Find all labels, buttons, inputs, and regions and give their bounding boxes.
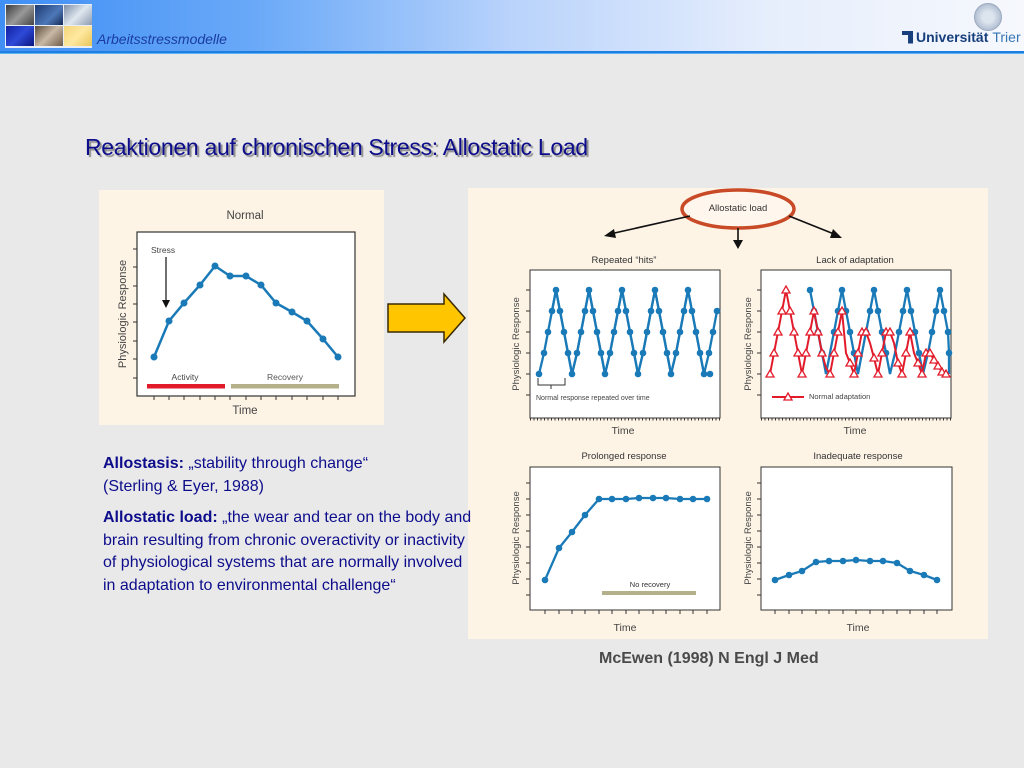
inadequate-response-chart: Inadequate response Time Physiologic Res…	[743, 451, 953, 634]
x-axis-label: Time	[612, 425, 635, 437]
photo-tile-icon	[64, 26, 92, 46]
slide-title: Reaktionen auf chronischen Stress: Allos…	[85, 134, 588, 160]
no-recovery-bar	[602, 591, 696, 595]
repeated-hits-chart: Repeated “hits” Time Physiologic Respons…	[511, 255, 721, 437]
header-title: Arbeitsstressmodelle	[97, 31, 227, 47]
university-mark-icon	[902, 30, 913, 44]
stress-arrowhead-icon	[162, 300, 170, 308]
diagram-arrowheads-icon	[604, 229, 842, 249]
normal-chart-panel: Normal Time Physiologic Response Stress	[99, 190, 384, 425]
recovery-label: Recovery	[267, 372, 304, 382]
definition-term: Allostatic load:	[103, 509, 218, 526]
stress-annotation: Stress	[151, 245, 175, 255]
allostatic-load-definition: Allostatic load: „the wear and tear on t…	[103, 507, 473, 597]
diagram-root-label: Allostatic load	[709, 203, 768, 214]
bracket-icon	[537, 378, 566, 389]
y-axis-label: Physiologic Response	[743, 491, 754, 584]
university-seal-icon	[974, 3, 1002, 31]
allostatic-load-figure: Allostatic load Repeated “hits” Time Phy…	[511, 188, 953, 634]
definition-source: (Sterling & Eyer, 1988)	[103, 477, 264, 495]
normal-series-points	[150, 262, 342, 361]
recovery-bar	[231, 384, 339, 389]
legend-triangle-icon	[782, 391, 794, 401]
legend-label: Normal adaptation	[809, 392, 870, 401]
normal-chart: Normal Time Physiologic Response Stress	[117, 210, 356, 417]
x-ticks	[153, 396, 339, 400]
activity-label: Activity	[172, 372, 200, 382]
definition-term: Allostasis:	[103, 455, 184, 472]
x-axis-label: Time	[844, 425, 867, 437]
chart-title: Inadequate response	[813, 451, 902, 462]
photo-tile-icon	[35, 5, 63, 25]
header-divider	[0, 51, 1024, 54]
photo-tile-icon	[6, 26, 34, 46]
activity-bar	[147, 384, 225, 389]
allostatic-load-panel: Allostatic load Repeated “hits” Time Phy…	[468, 188, 988, 639]
citation: McEwen (1998) N Engl J Med	[599, 650, 819, 667]
x-ticks	[774, 610, 938, 614]
plot-area	[760, 466, 953, 611]
x-axis-label: Time	[847, 622, 870, 634]
plot-area	[760, 269, 952, 419]
no-recovery-label: No recovery	[630, 580, 671, 589]
chart-title: Prolonged response	[581, 451, 666, 462]
plot-area	[136, 231, 356, 397]
definitions-text: Allostasis: „stability through change“ (…	[103, 453, 473, 606]
y-axis-label: Physiologic Response	[117, 260, 129, 368]
definition-text: „the wear and tear on the body and brain…	[103, 509, 472, 594]
y-axis-label: Physiologic Response	[743, 297, 754, 390]
university-city: Trier	[992, 29, 1021, 45]
yellow-right-arrow-icon	[387, 292, 466, 344]
chart-title: Repeated “hits”	[592, 255, 657, 266]
photo-tile-icon	[35, 26, 63, 46]
header-photo-logo	[5, 4, 92, 48]
x-axis-label: Time	[232, 405, 257, 417]
x-axis-label: Time	[614, 622, 637, 634]
allostasis-definition: Allostasis: „stability through change“ (…	[103, 453, 473, 498]
photo-tile-icon	[64, 5, 92, 25]
slide-header: Arbeitsstressmodelle Universität Trier	[0, 0, 1024, 51]
diagram-arrows	[609, 215, 835, 242]
prolonged-response-chart: Prolonged response Time Physiologic Resp…	[511, 451, 721, 634]
university-logo: Universität Trier	[902, 29, 1021, 45]
university-name: Universität	[916, 29, 989, 45]
y-ticks	[133, 248, 137, 379]
lack-of-adaptation-chart: Lack of adaptation Time Physiologic Resp…	[743, 255, 953, 437]
definition-text: „stability through change“	[183, 455, 369, 472]
prolonged-series-points	[541, 494, 711, 584]
plot-area	[529, 466, 721, 611]
inadequate-series-points	[771, 556, 941, 584]
chart-title: Lack of adaptation	[816, 255, 894, 266]
photo-tile-icon	[6, 5, 34, 25]
x-ticks	[544, 610, 708, 614]
chart-title: Normal	[226, 210, 263, 222]
y-axis-label: Physiologic Response	[511, 491, 522, 584]
repeated-annotation: Normal response repeated over time	[536, 395, 650, 402]
normal-adaptation-triangles-icon	[764, 284, 952, 378]
y-axis-label: Physiologic Response	[511, 297, 522, 390]
repeated-hits-series-points	[535, 286, 721, 378]
